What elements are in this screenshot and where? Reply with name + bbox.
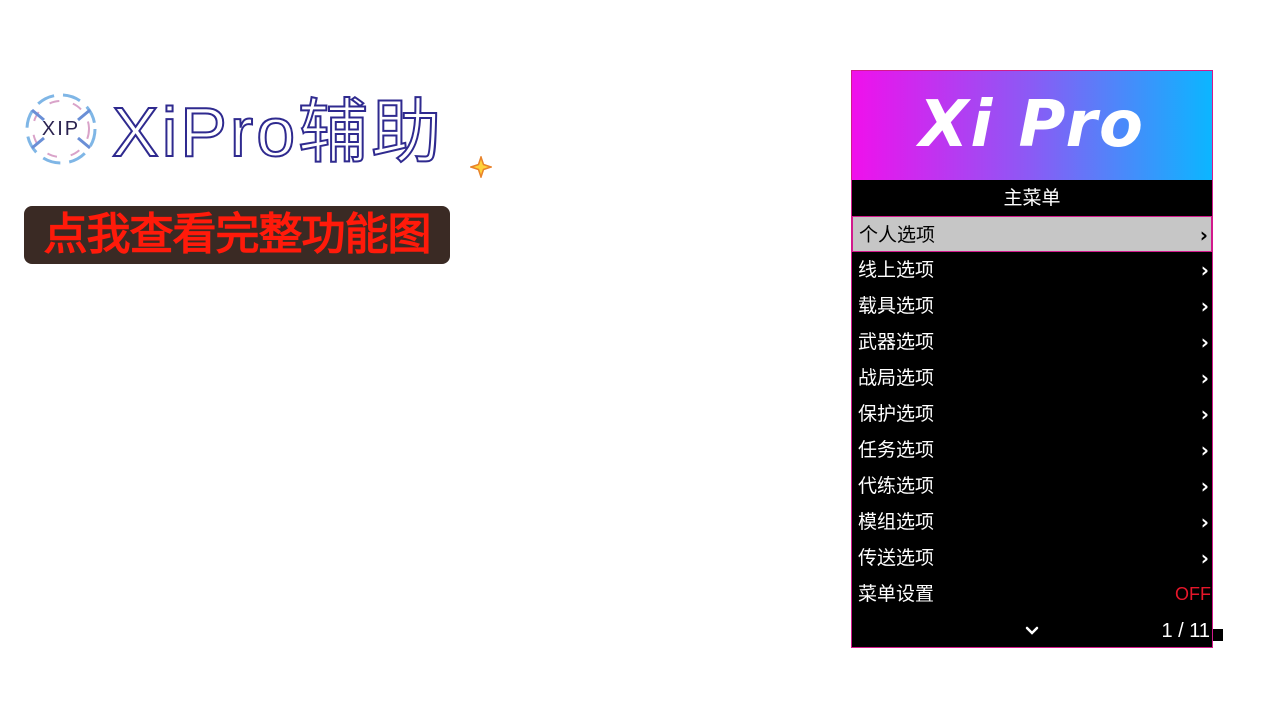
view-features-banner-text: 点我查看完整功能图 — [43, 209, 432, 260]
menu-item-mission[interactable]: 任务选项 › — [852, 432, 1212, 468]
menu-item-teleport[interactable]: 传送选项 › — [852, 540, 1212, 576]
chevron-right-icon: › — [1200, 510, 1209, 534]
menu-item-mod[interactable]: 模组选项 › — [852, 504, 1212, 540]
toggle-state-value: OFF — [1175, 584, 1211, 604]
menu-item-vehicle[interactable]: 载具选项 › — [852, 288, 1212, 324]
chevron-right-icon: › — [1199, 223, 1208, 247]
menu-item-label: 传送选项 — [858, 547, 935, 569]
xip-logo: XIP — [22, 90, 100, 168]
page-indicator: 1 / 11 — [1161, 620, 1210, 642]
menu-item-label: 保护选项 — [858, 403, 935, 425]
chevron-right-icon: › — [1200, 438, 1209, 462]
menu-item-protection[interactable]: 保护选项 › — [852, 396, 1212, 432]
chevron-right-icon: › — [1200, 474, 1209, 498]
view-features-banner[interactable]: 点我查看完整功能图 — [24, 206, 450, 264]
menu-list: 个人选项 › 线上选项 › 载具选项 › 武器选项 › 战局选项 › 保护选项 … — [852, 216, 1212, 612]
menu-item-label: 武器选项 — [858, 331, 935, 353]
chevron-right-icon: › — [1200, 258, 1209, 282]
brand-title: XiPro辅助 — [111, 92, 445, 172]
menu-header-title: Xi Pro — [918, 88, 1146, 162]
menu-item-label: 战局选项 — [858, 367, 935, 389]
menu-item-boosting[interactable]: 代练选项 › — [852, 468, 1212, 504]
menu-item-settings[interactable]: 菜单设置 OFF — [852, 576, 1212, 612]
menu-item-weapon[interactable]: 武器选项 › — [852, 324, 1212, 360]
menu-item-personal[interactable]: 个人选项 › — [852, 216, 1212, 252]
logo-ring-icon — [25, 93, 97, 165]
menu-header: Xi Pro — [852, 71, 1212, 180]
chevron-right-icon: › — [1200, 366, 1209, 390]
chevron-down-icon[interactable] — [1022, 615, 1042, 647]
chevron-right-icon: › — [1200, 330, 1209, 354]
menu-subtitle: 主菜单 — [1003, 187, 1061, 209]
mod-menu-panel: Xi Pro 主菜单 个人选项 › 线上选项 › 载具选项 › 武器选项 › 战… — [851, 70, 1213, 648]
scroll-indicator — [1213, 629, 1223, 641]
chevron-right-icon: › — [1200, 294, 1209, 318]
menu-item-label: 载具选项 — [858, 295, 935, 317]
chevron-right-icon: › — [1200, 402, 1209, 426]
sparkle-icon — [470, 156, 492, 178]
menu-item-session[interactable]: 战局选项 › — [852, 360, 1212, 396]
menu-item-online[interactable]: 线上选项 › — [852, 252, 1212, 288]
menu-item-label: 个人选项 — [859, 224, 936, 246]
menu-footer: 1 / 11 — [852, 615, 1212, 647]
chevron-right-icon: › — [1200, 546, 1209, 570]
logo-badge-text: XIP — [41, 117, 81, 140]
menu-item-label: 模组选项 — [858, 511, 935, 533]
menu-item-label: 任务选项 — [858, 439, 935, 461]
menu-item-label: 线上选项 — [858, 259, 935, 281]
menu-item-label: 代练选项 — [858, 475, 935, 497]
menu-item-label: 菜单设置 — [858, 583, 935, 605]
